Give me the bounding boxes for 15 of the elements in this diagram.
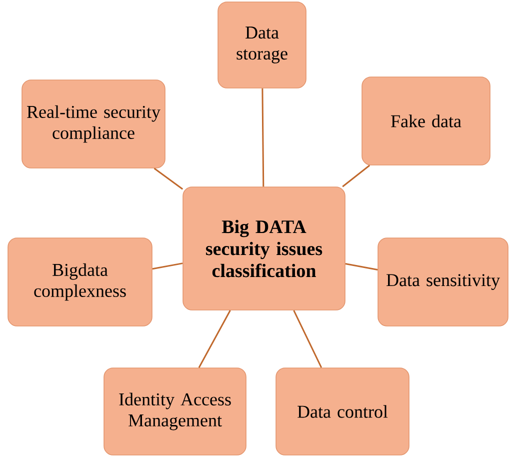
topic-box: Data control <box>276 368 410 456</box>
connector-line <box>262 88 264 187</box>
connector-line <box>345 262 378 270</box>
connector-line <box>342 164 370 188</box>
connector-line <box>293 310 322 368</box>
topic-box: Fake data <box>362 76 490 166</box>
topic-box: Data storage <box>218 2 306 88</box>
topic-box: Data sensitivity <box>378 238 508 326</box>
center-box: Big DATA security issues classification <box>182 186 346 310</box>
topic-box: Bigdata complexness <box>8 238 152 326</box>
topic-box: Identity Access Management <box>104 368 246 456</box>
connector-line <box>198 310 231 368</box>
topic-box: Real-time security compliance <box>22 80 166 168</box>
connector-line <box>152 262 183 270</box>
connector-line <box>154 168 184 190</box>
